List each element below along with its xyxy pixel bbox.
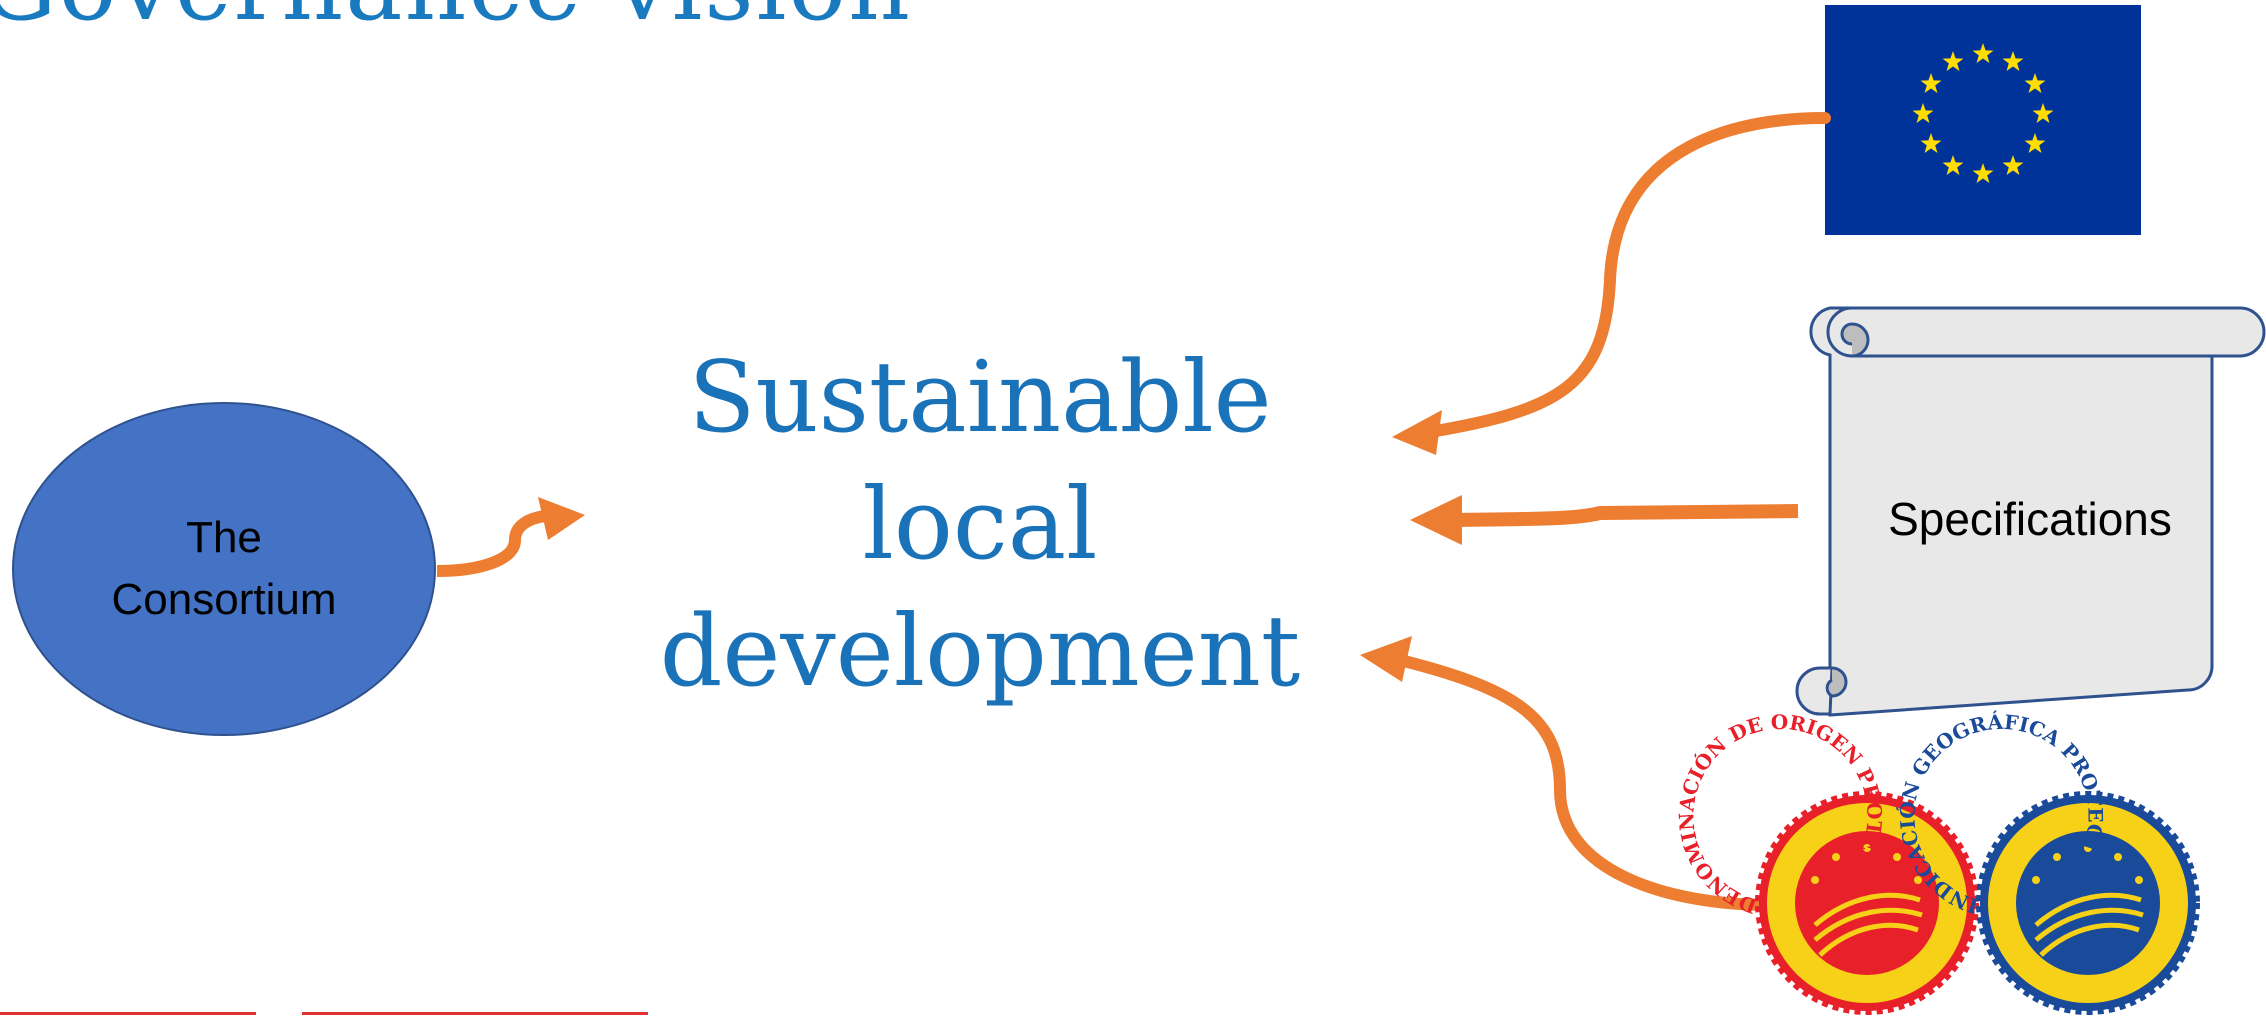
- center-line-3: development: [659, 595, 1301, 709]
- footer-divider-right: [302, 1012, 648, 1015]
- center-line-2: local: [862, 468, 1098, 582]
- arrowhead-seals: [1360, 636, 1412, 682]
- arrowhead-eu: [1392, 410, 1442, 455]
- footer-divider-left: [0, 1012, 256, 1015]
- arrow-eu-to-center: [1424, 112, 1831, 438]
- consortium-line-2: Consortium: [111, 575, 337, 624]
- slide-title: Governance vision: [0, 0, 912, 42]
- arrowhead-spec: [1410, 495, 1462, 545]
- center-line-1: Sustainable: [688, 341, 1272, 455]
- arrow-consortium-to-center: [436, 510, 547, 577]
- specifications-label: Specifications: [1888, 493, 2172, 545]
- arrow-spec-to-center: [1449, 504, 1799, 527]
- sustainable-local-development-text: Sustainable local development: [600, 335, 1360, 716]
- eu-flag-icon: [1825, 5, 2141, 235]
- arrow-seals-to-center: [1394, 654, 1776, 911]
- consortium-line-1: The: [186, 513, 262, 562]
- arrowhead-consortium: [538, 497, 585, 540]
- specifications-scroll-icon: [1795, 306, 2266, 717]
- consortium-ellipse: The Consortium: [12, 402, 436, 736]
